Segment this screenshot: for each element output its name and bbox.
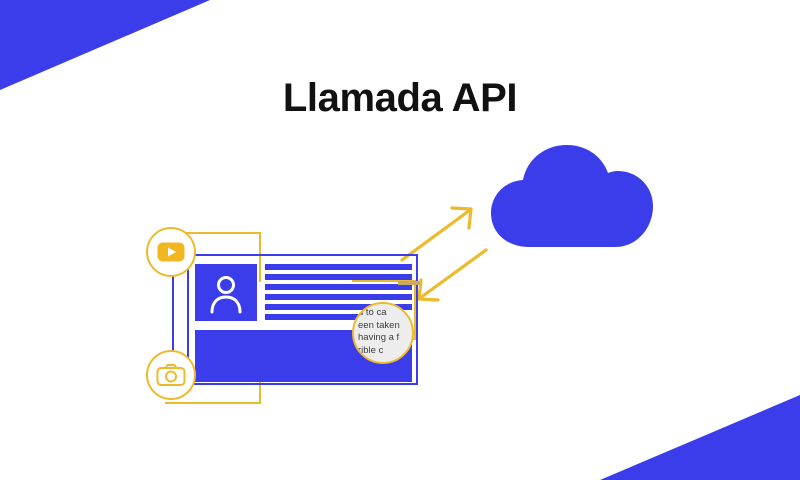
yellow-bracket-top (165, 232, 261, 282)
camera-badge[interactable] (146, 350, 196, 400)
card-left-rail (172, 246, 174, 394)
bidirectional-arrows (400, 206, 488, 302)
text-line (265, 314, 405, 320)
card-avatar-block (195, 264, 257, 321)
card-outer-frame (187, 254, 418, 385)
arrow-up-right-icon (400, 206, 473, 262)
text-line (265, 304, 412, 310)
page-title: Llamada API (282, 76, 518, 120)
text-line (265, 264, 412, 270)
cloud-icon (491, 145, 653, 247)
top-left-corner-triangle (0, 0, 210, 90)
text-line (265, 284, 412, 290)
arrow-down-left-icon (417, 248, 488, 302)
video-badge[interactable] (146, 227, 196, 277)
quote-bubble: d to ca een taken having a f rible c (352, 302, 414, 364)
line-highlight-marker (398, 281, 420, 285)
camera-icon (156, 364, 186, 386)
card-text-lines (265, 264, 412, 322)
text-line (265, 294, 412, 300)
bottom-right-corner-triangle (600, 395, 800, 480)
user-avatar-icon (210, 276, 242, 314)
quote-bubble-text: d to ca een taken having a f rible c (358, 307, 400, 356)
api-card-illustration: d to ca een taken having a f rible c (140, 222, 420, 408)
text-line (265, 274, 412, 280)
video-play-icon (157, 242, 185, 262)
